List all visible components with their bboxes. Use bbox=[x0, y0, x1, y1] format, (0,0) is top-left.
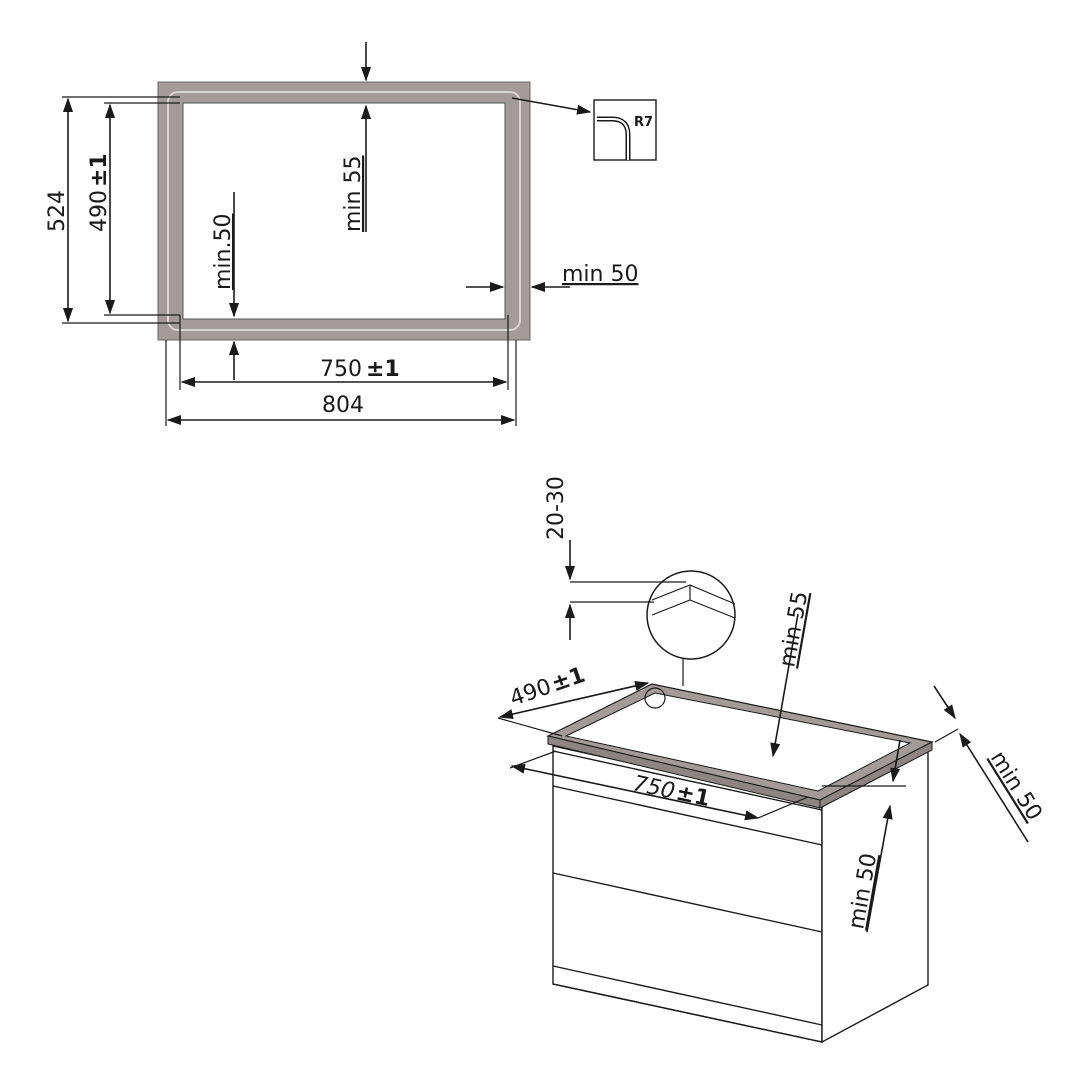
iso-min50-front-arrow-down bbox=[890, 739, 901, 783]
dim-750-label: 750±1 bbox=[320, 357, 400, 382]
iso-min50-front-arrow-up bbox=[866, 804, 893, 933]
detail-magnifier bbox=[646, 570, 736, 660]
iso-view: 20-30 490±1 750±1 min 55 min 50 min 50 bbox=[497, 476, 1047, 1044]
iso-dim-750-line bbox=[510, 763, 760, 821]
iso-dim-490-line bbox=[498, 680, 650, 720]
min50-right-label: min 50 bbox=[562, 262, 638, 287]
iso-min50-side-label: min 50 bbox=[985, 747, 1047, 825]
iso-min50-side-arrow-out bbox=[959, 732, 1029, 843]
dim-490-label: 490±1 bbox=[87, 153, 112, 232]
top-view: 524 490±1 min 55 min.50 min 50 750±1 804 bbox=[45, 42, 657, 426]
min50-left-label: min.50 bbox=[211, 214, 236, 290]
iso-min55-label: min 55 bbox=[775, 589, 813, 669]
recess-depth-label: 20-30 bbox=[544, 476, 569, 540]
min55-top-label: min 55 bbox=[341, 156, 366, 232]
frame-inner-edge bbox=[167, 91, 521, 331]
corner-leader bbox=[511, 97, 592, 115]
cutout-opening bbox=[182, 102, 506, 320]
iso-min50-side-arrow-in bbox=[933, 685, 956, 720]
dim-524-label: 524 bbox=[45, 190, 70, 232]
iso-min55-arrow bbox=[770, 613, 799, 758]
dim-804-label: 804 bbox=[322, 393, 364, 418]
iso-dim-490-label: 490±1 bbox=[507, 663, 589, 712]
corner-radius-label: R7 bbox=[634, 115, 653, 130]
